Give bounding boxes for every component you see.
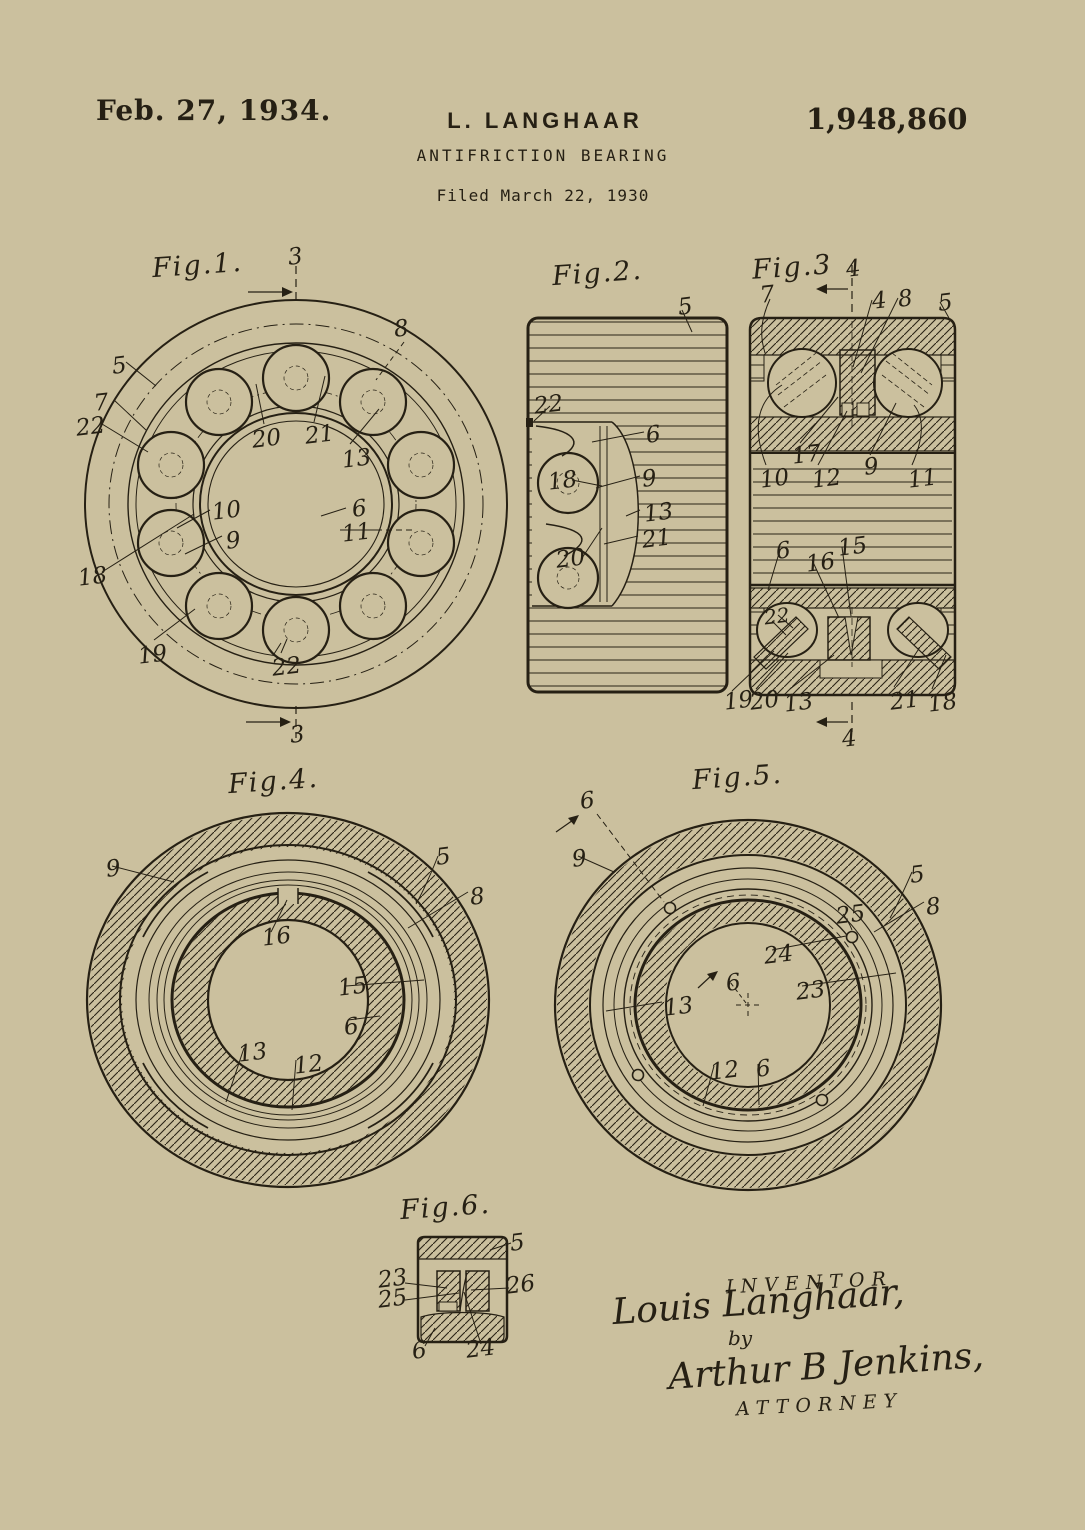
fig1-ref-8: 8 [392,315,411,343]
fig6-ref-25: 25 [376,1284,409,1314]
patent-number: 1,948,860 [806,102,968,136]
fig4-ref-12: 12 [292,1050,325,1080]
fig3-ref-4-top: 4 [844,255,863,283]
attorney-heading: ATTORNEY [735,1389,904,1421]
fig2-drawing [526,309,729,694]
fig1-ref-9: 9 [224,527,243,555]
fig5-drawing [553,813,943,1192]
fig2-ref-9: 9 [640,465,659,493]
fig3-ref-17: 17 [790,440,823,470]
fig6-ref-26: 26 [504,1270,537,1300]
fig1-ref-5: 5 [110,352,129,380]
fig4-ref-9: 9 [104,855,123,883]
fig2-ref-5: 5 [676,293,695,321]
fig3-caption: Fig.3 [751,249,834,286]
fig1-ref-21: 21 [303,420,336,450]
inventor-signature: Louis Langhaar, [610,1271,906,1334]
fig3-ref-16: 16 [804,548,837,578]
fig3-drawing [731,265,957,732]
fig4-ref-15: 15 [336,972,369,1002]
filed-date: Filed March 22, 1930 [436,186,650,205]
fig1-drawing [84,266,508,738]
fig4-ref-6: 6 [342,1013,361,1041]
fig1-ref-22-bottom: 22 [270,652,303,682]
fig3-ref-8: 8 [896,285,915,313]
fig5-ref-6-center: 6 [724,969,743,997]
fig5-ref-23: 23 [794,976,827,1006]
by-label: by [728,1326,753,1350]
fig2-ref-18: 18 [546,466,579,496]
fig4-caption: Fig.4. [227,762,320,801]
fig1-ref-18: 18 [76,562,109,592]
fig5-ref-13: 13 [662,992,695,1022]
patent-date: Feb. 27, 1934. [96,94,332,127]
fig5-ref-12: 12 [708,1056,741,1086]
fig1-ref-13: 13 [340,444,373,474]
fig3-ref-7: 7 [758,281,777,309]
fig5-ref-6-top: 6 [578,787,597,815]
fig6-ref-5: 5 [508,1229,527,1257]
fig3-ref-15: 15 [836,532,869,562]
fig2-ref-21: 21 [640,524,673,554]
fig3-ref-12: 12 [810,464,843,494]
fig6-ref-24: 24 [464,1334,497,1364]
fig1-ref-11: 11 [340,518,373,548]
fig1-ref-22-left: 22 [74,412,107,442]
fig1-ref-3-top: 3 [286,243,305,271]
fig2-ref-13: 13 [642,498,675,528]
fig1-ref-19: 19 [136,640,169,670]
fig3-ref-22: 22 [762,602,791,630]
fig6-caption: Fig.6. [399,1188,492,1227]
fig4-drawing [85,811,491,1189]
patent-title: ANTIFRICTION BEARING [416,146,670,165]
fig1-ref-3-bottom: 3 [288,721,307,749]
fig3-ref-4-mid: 4 [870,287,889,315]
fig5-ref-9: 9 [570,845,589,873]
fig5-ref-24: 24 [762,940,795,970]
fig3-ref-5: 5 [936,289,955,317]
fig5-ref-5: 5 [908,861,927,889]
fig3-ref-9: 9 [862,453,881,481]
fig2-caption: Fig.2. [551,254,644,293]
fig5-ref-6-bottom: 6 [754,1055,773,1083]
fig4-ref-5: 5 [434,843,453,871]
fig5-caption: Fig.5. [691,758,784,797]
fig1-ref-10: 10 [210,496,243,526]
fig3-ref-6: 6 [774,537,793,565]
fig6-ref-6: 6 [410,1337,429,1365]
fig2-ref-22: 22 [532,390,565,420]
fig2-ref-20: 20 [554,544,587,574]
fig5-ref-8: 8 [924,893,943,921]
fig3-ref-21: 21 [888,686,921,716]
fig2-ref-6: 6 [644,421,663,449]
attorney-signature: Arthur B Jenkins, [666,1335,985,1398]
fig3-ref-20: 20 [748,686,781,716]
fig3-ref-13: 13 [782,688,815,718]
fig4-ref-16: 16 [260,922,293,952]
fig4-ref-8: 8 [468,883,487,911]
fig6-drawing [404,1235,512,1347]
fig1-caption: Fig.1. [151,246,244,285]
fig3-ref-18: 18 [926,688,959,718]
fig3-ref-11: 11 [906,464,939,494]
fig5-ref-25: 25 [834,900,867,930]
fig1-ref-20: 20 [250,424,283,454]
inventor-name: L. LANGHAAR [447,108,643,133]
fig4-ref-13: 13 [236,1038,269,1068]
fig3-ref-10: 10 [758,464,791,494]
fig3-ref-4-bottom: 4 [840,725,859,753]
